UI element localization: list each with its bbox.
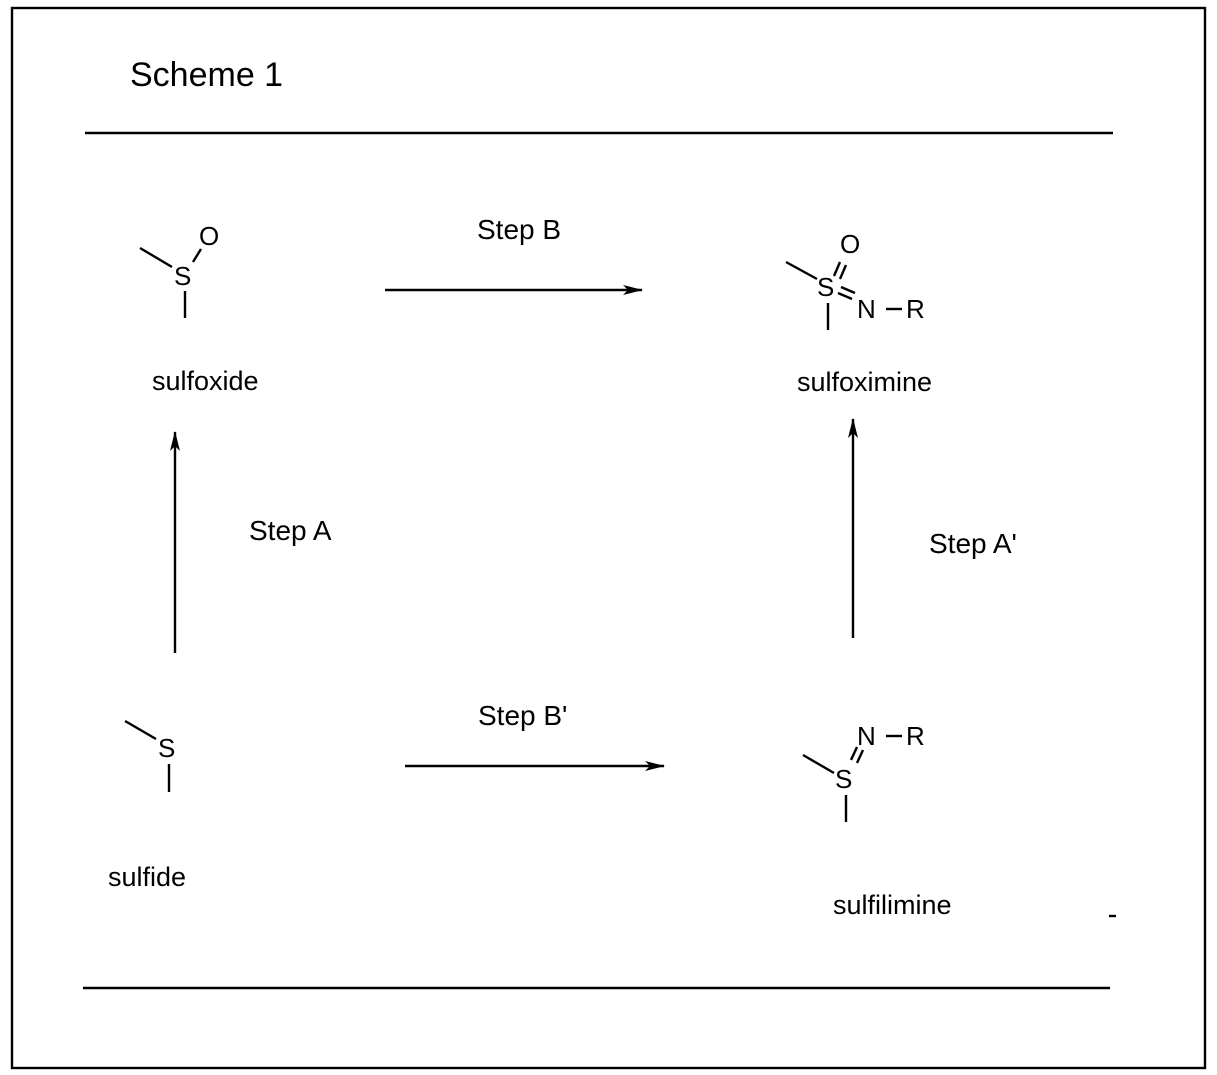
step-b-prime-label: Step B'	[478, 700, 567, 731]
sulfilimine-structure: S N R	[802, 721, 925, 822]
step-a-label: Step A	[249, 515, 332, 546]
sulfilimine-s-atom: S	[835, 764, 852, 794]
sulfoximine-methyl-bond	[785, 260, 818, 281]
sulfoxide-s-atom: S	[174, 261, 191, 291]
sulfide-methyl-bond	[124, 719, 157, 741]
sulfoximine-n-atom: N	[857, 294, 876, 324]
sulfoxide-so-bond	[191, 248, 203, 263]
sulfoximine-o-atom: O	[840, 229, 860, 259]
sulfilimine-r-group: R	[906, 721, 925, 751]
sulfoxide-structure: S O	[139, 221, 219, 318]
sulfoximine-label: sulfoximine	[797, 367, 932, 397]
sulfoximine-so-bond-1	[832, 261, 842, 277]
sulfoximine-structure: S O N R	[785, 229, 925, 330]
step-a-prime-label: Step A'	[929, 528, 1017, 559]
sulfoxide-label: sulfoxide	[152, 366, 259, 396]
sulfoximine-sn-bond-2	[837, 291, 853, 301]
sulfilimine-sn-bond-2	[855, 749, 865, 764]
sulfide-structure: S	[124, 719, 175, 792]
sulfilimine-methyl-bond	[802, 753, 835, 775]
sulfoximine-sn-bond-1	[840, 285, 856, 295]
sulfoxide-methyl-bond	[139, 246, 173, 269]
sulfilimine-n-atom: N	[857, 721, 876, 751]
step-b-label: Step B	[477, 214, 561, 245]
scheme-frame	[10, 6, 1207, 1070]
sulfoximine-s-atom: S	[817, 272, 834, 302]
sulfoximine-so-bond-2	[838, 264, 848, 280]
scheme-title: Scheme 1	[130, 56, 283, 94]
sulfide-s-atom: S	[158, 733, 175, 763]
sulfilimine-sn-bond-1	[849, 746, 859, 761]
sulfide-label: sulfide	[108, 862, 186, 892]
sulfoxide-o-atom: O	[199, 221, 219, 251]
sulfoximine-r-group: R	[906, 294, 925, 324]
sulfilimine-label: sulfilimine	[833, 890, 952, 920]
